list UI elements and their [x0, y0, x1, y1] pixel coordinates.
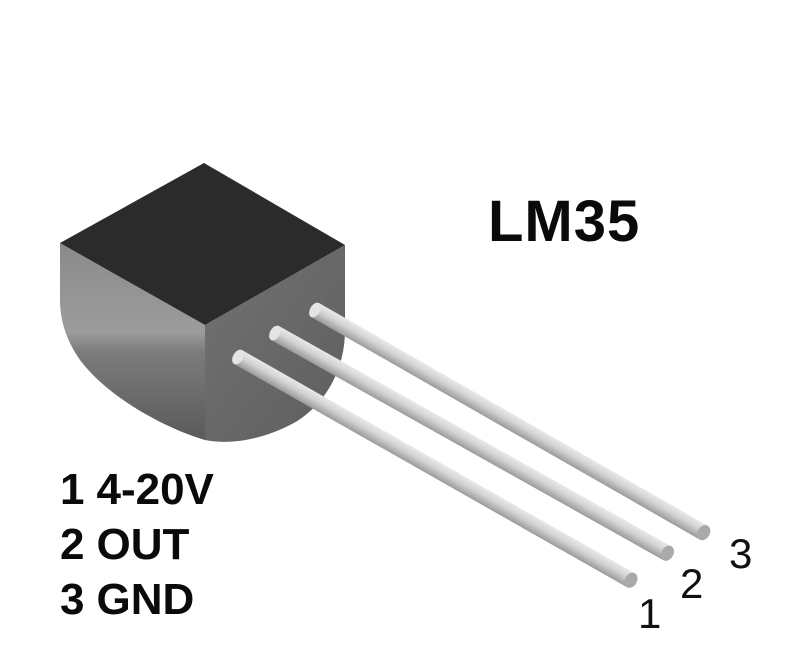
pin-number: 2: [60, 520, 85, 569]
pin-function: OUT: [96, 520, 190, 569]
pin-2-label: 2: [680, 560, 704, 607]
pin-3: [309, 302, 711, 541]
pin-3-label: 3: [729, 530, 753, 577]
body-top-face: [60, 163, 345, 325]
pin-1: [232, 349, 638, 588]
pin-1-label: 1: [638, 590, 662, 637]
pin-number: 3: [60, 575, 85, 624]
pin-number: 1: [60, 465, 85, 514]
pin-2: [269, 325, 674, 561]
pin-function: GND: [96, 575, 195, 624]
body-left-face: [60, 243, 205, 440]
component-title: LM35: [488, 189, 641, 254]
pin-function: 4-20V: [96, 465, 214, 514]
